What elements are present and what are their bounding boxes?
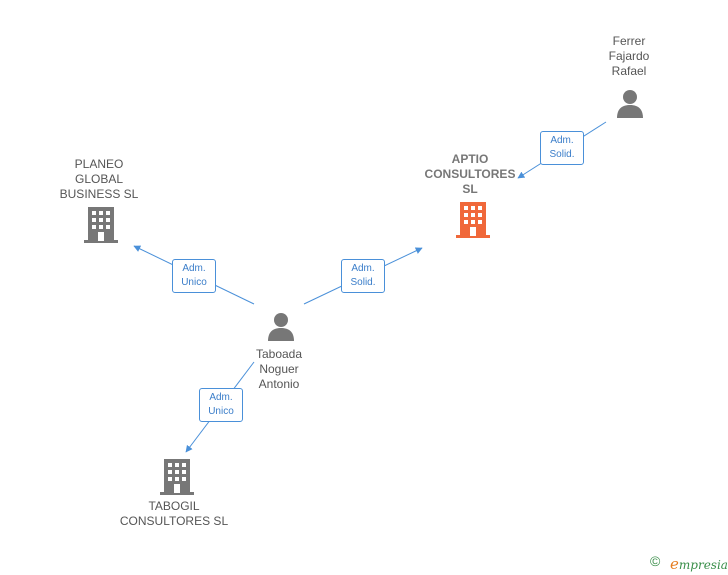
empresia-logo[interactable]: empresia [670,555,728,573]
person-icon[interactable] [615,88,645,118]
edge-label-taboada-tabogil: Adm. Unico [199,388,243,422]
edge-label-ferrer-aptio: Adm. Solid. [540,131,584,165]
copyright-icon: © [650,553,661,569]
node-label-planeo[interactable]: PLANEO GLOBAL BUSINESS SL [59,157,139,201]
building-icon[interactable] [160,459,194,495]
brand-rest: mpresia [678,558,728,572]
node-label-tabogil[interactable]: TABOGIL CONSULTORES SL [119,499,229,528]
node-label-aptio[interactable]: APTIO CONSULTORES SL [424,152,516,196]
brand-initial: e [670,555,679,573]
edge-label-taboada-aptio: Adm. Solid. [341,259,385,293]
building-icon[interactable] [84,207,118,243]
node-label-ferrer[interactable]: Ferrer Fajardo Rafael [608,34,650,78]
person-icon[interactable] [266,311,296,341]
building-icon[interactable] [456,202,490,238]
edge-label-taboada-planeo: Adm. Unico [172,259,216,293]
node-label-taboada[interactable]: Taboada Noguer Antonio [255,347,303,391]
